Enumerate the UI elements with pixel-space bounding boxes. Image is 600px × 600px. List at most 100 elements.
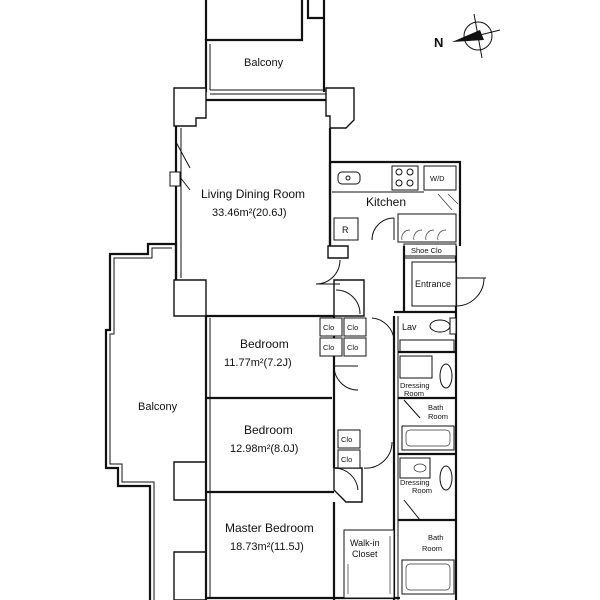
living-door-swing-icon [315, 259, 341, 285]
dressing1-basin [439, 363, 453, 389]
dressing1-vanity [399, 355, 433, 379]
closet-2a [337, 429, 361, 449]
pillar-top-right [325, 87, 355, 129]
kitchen-sink-icon [337, 171, 361, 185]
stove-burner-1 [395, 168, 403, 176]
compass: N [434, 13, 501, 59]
top-balcony: Balcony [204, 0, 326, 95]
closet-1a [319, 317, 343, 337]
stove-burner-4 [406, 179, 414, 187]
dressing2-label-1: Dressing [400, 478, 430, 487]
bedroom2-area: 12.98m²(8.0J) [230, 443, 298, 455]
lav-tank [449, 317, 457, 335]
entrance-label: Entrance [415, 279, 451, 289]
pillars [173, 87, 365, 600]
bath1-label-1: Bath [428, 403, 443, 412]
pillar-mid-center [333, 279, 365, 317]
stove-burner-2 [406, 168, 414, 176]
kitchen-door-icon [371, 217, 395, 241]
lav-toilet-icon [429, 319, 451, 333]
compass-north-label: N [434, 35, 443, 50]
bath2-label-1: Bath [428, 533, 443, 542]
pillar-low-center [333, 467, 363, 503]
walkin-label-2: Closet [352, 549, 378, 559]
shoe-closet-label: Shoe Clo [411, 246, 442, 255]
dressing2-basin [439, 465, 453, 491]
bath2-tub [401, 559, 455, 595]
kitchen-top-wall [330, 160, 462, 246]
closet-1c [319, 337, 343, 357]
fridge-label: R [342, 225, 349, 235]
kitchen-stove-icon [391, 165, 419, 191]
kitchen: W/D Kitchen R [332, 165, 459, 243]
washer-dryer-box [423, 165, 457, 191]
closet-1b [343, 317, 367, 337]
living-bottom-door-icon [335, 289, 361, 315]
living-left-door-frame [169, 171, 181, 187]
closet-2a-label: Clo [341, 435, 352, 444]
bedroom2-name: Bedroom [244, 423, 293, 437]
washer-dryer-label: W/D [430, 174, 445, 183]
closet-1b-label: Clo [347, 323, 358, 332]
lav-sink [399, 339, 455, 353]
living-room-area: 33.46m²(20.6J) [212, 207, 287, 219]
bedroom1-name: Bedroom [240, 337, 289, 351]
bedroom1-corridor-door-icon [371, 317, 395, 341]
side-balcony-rail-outer [104, 242, 178, 600]
compass-north-arrow-icon [452, 30, 484, 42]
entrance-door-icon [455, 277, 486, 307]
top-balcony-label: Balcony [244, 57, 284, 69]
bath1-tub [401, 425, 455, 451]
kitchen-label: Kitchen [366, 195, 406, 209]
lav-label: Lav [402, 322, 417, 332]
wet-area-1: Lav Dressing Room Bath Room [398, 317, 457, 456]
bath2-label-2: Room [422, 544, 442, 553]
dressing2-toilet-icon [413, 463, 427, 473]
closet-2b [337, 449, 361, 469]
closets: Clo Clo Clo Clo Clo Clo Walk-in Closet [319, 317, 395, 599]
fridge-box [333, 217, 359, 241]
bath2-door-icon [403, 499, 421, 521]
closet-2b-label: Clo [341, 455, 352, 464]
bath2-tub-inner [405, 563, 451, 591]
dressing1-label-1: Dressing [400, 381, 430, 390]
master-bedroom-area: 18.73m²(11.5J) [230, 541, 304, 553]
side-balcony-label: Balcony [138, 401, 178, 413]
dressing2-label-2: Room [412, 486, 432, 495]
dressing2-vanity [399, 457, 431, 479]
entrance-area: Shoe Clo Entrance [394, 243, 457, 314]
kitchen-island-doors-icon [401, 229, 447, 241]
closet-1d-label: Clo [347, 343, 358, 352]
side-balcony-rail-inner [109, 247, 172, 600]
pillar-mid-left [173, 279, 207, 317]
master-door-icon [363, 441, 393, 469]
master-bedroom-name: Master Bedroom [225, 521, 314, 535]
compass-circle [463, 21, 493, 51]
walkin-label-1: Walk-in [350, 538, 380, 548]
closet-1d [343, 337, 367, 357]
pillar-low-left [173, 461, 207, 501]
closet-1a-label: Clo [323, 323, 334, 332]
kitchen-sink-drain [345, 175, 351, 181]
room-labels: Living Dining Room 33.46m²(20.6J) Bedroo… [201, 187, 314, 553]
closet-1c-label: Clo [323, 343, 334, 352]
bath1-tub-inner [405, 429, 451, 447]
dressing1-label-2: Room [404, 389, 424, 398]
bedroom1-door-icon [333, 365, 359, 391]
living-room-name: Living Dining Room [201, 187, 305, 201]
pillar-top-left [173, 87, 207, 127]
pillar-kitchen [327, 245, 349, 259]
kitchen-diag-icon [437, 193, 459, 211]
stove-burner-3 [395, 179, 403, 187]
walkin-closet-box [343, 529, 395, 599]
entrance-step [411, 261, 457, 307]
wet-area-2: Dressing Room Bath Room [398, 457, 456, 595]
bath1-label-2: Room [428, 412, 448, 421]
side-balcony: Balcony [104, 242, 178, 600]
top-right-rail [306, 0, 326, 20]
pillar-bottom-left [173, 551, 207, 600]
bedroom1-area: 11.77m²(7.2J) [224, 357, 292, 369]
kitchen-island [397, 213, 457, 243]
top-balcony-rail [204, 0, 304, 92]
